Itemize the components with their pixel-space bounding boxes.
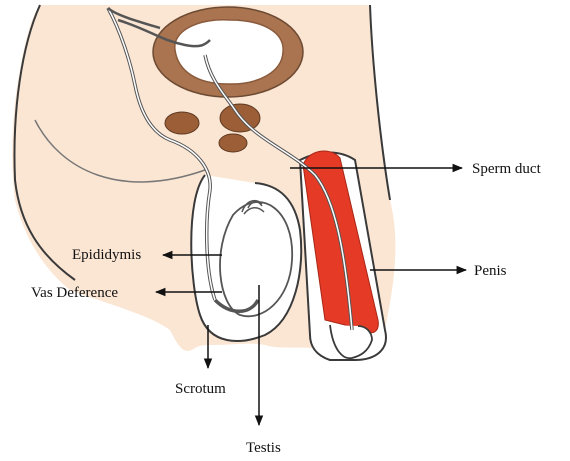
bladder-cavity: [175, 20, 283, 84]
bulbourethral-gland: [219, 134, 247, 152]
label-penis: Penis: [474, 263, 507, 279]
seminal-vesicle: [165, 112, 199, 134]
label-sperm-duct: Sperm duct: [472, 161, 542, 177]
label-epididymis: Epididymis: [72, 247, 141, 263]
label-testis: Testis: [246, 440, 281, 456]
label-vas-deference: Vas Deference: [31, 285, 118, 301]
label-scrotum: Scrotum: [175, 381, 226, 397]
